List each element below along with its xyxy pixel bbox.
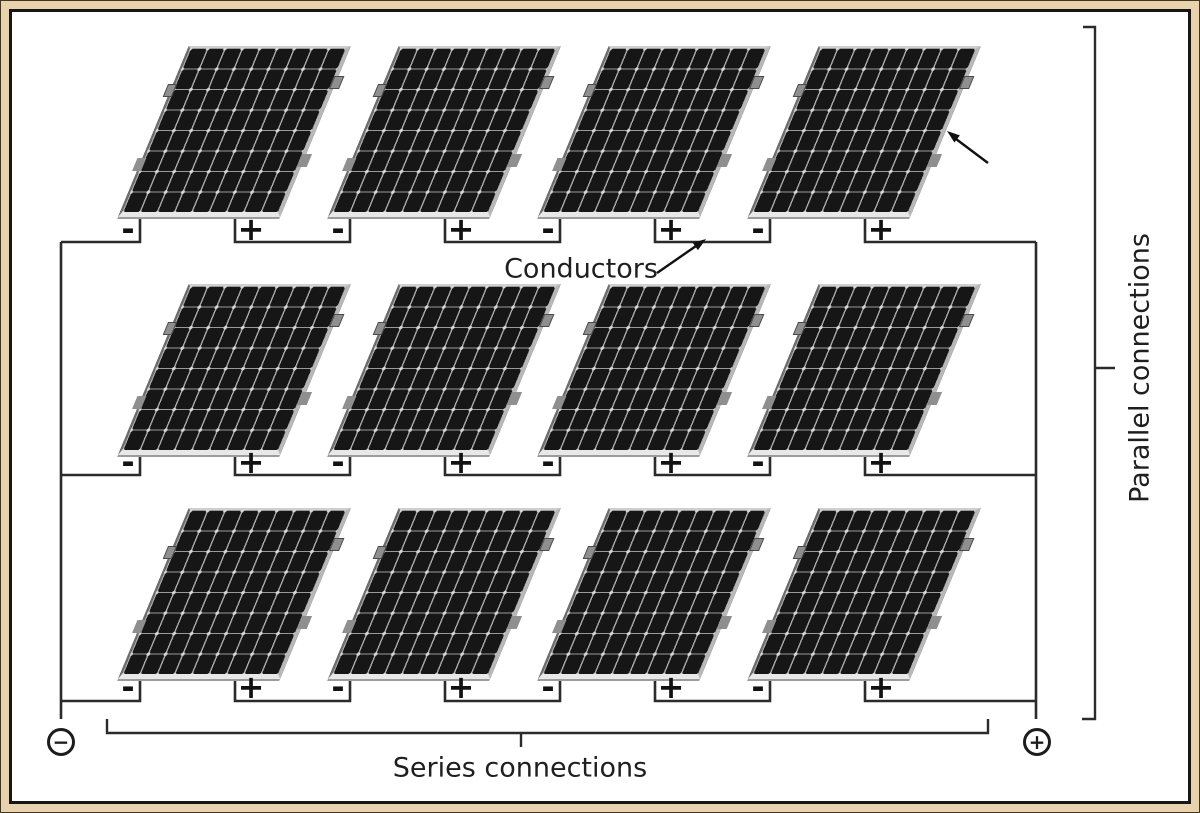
panel-negative-terminal-label: -	[751, 443, 765, 481]
panel-positive-terminal-label: +	[867, 443, 895, 481]
solar-panel	[538, 508, 771, 679]
panel-negative-terminal-label: -	[121, 668, 135, 706]
panel-negative-terminal-label: -	[751, 210, 765, 248]
solar-panel	[748, 46, 981, 217]
series-connections-label: Series connections	[392, 752, 648, 784]
panel-positive-terminal-label: +	[657, 210, 685, 248]
positive-output-terminal-icon: +	[1023, 728, 1051, 756]
solar-panel	[748, 284, 981, 455]
panel-positive-terminal-label: +	[657, 668, 685, 706]
panel-positive-terminal-label: +	[237, 210, 265, 248]
panel-positive-terminal-label: +	[237, 668, 265, 706]
solar-panel	[538, 46, 771, 217]
panel-negative-terminal-label: -	[331, 210, 345, 248]
parallel-connections-label: Parallel connections	[1124, 233, 1156, 503]
solar-panel	[538, 284, 771, 455]
panel-negative-terminal-label: -	[541, 443, 555, 481]
negative-output-sign: −	[52, 730, 70, 754]
panel-positive-terminal-label: +	[447, 210, 475, 248]
conductors-label: Conductors	[504, 253, 658, 285]
panel-negative-terminal-label: -	[331, 443, 345, 481]
module-pointer-arrow-icon	[947, 131, 989, 164]
panel-negative-terminal-label: -	[541, 210, 555, 248]
panel-negative-terminal-label: -	[541, 668, 555, 706]
panel-negative-terminal-label: -	[121, 210, 135, 248]
panel-positive-terminal-label: +	[867, 668, 895, 706]
panel-negative-terminal-label: -	[751, 668, 765, 706]
panel-negative-terminal-label: -	[121, 443, 135, 481]
panel-positive-terminal-label: +	[447, 668, 475, 706]
panel-positive-terminal-label: +	[657, 443, 685, 481]
solar-panel	[748, 508, 981, 679]
panel-positive-terminal-label: +	[867, 210, 895, 248]
panel-negative-terminal-label: -	[331, 668, 345, 706]
positive-output-sign: +	[1028, 730, 1046, 754]
negative-output-terminal-icon: −	[47, 728, 75, 756]
panel-positive-terminal-label: +	[447, 443, 475, 481]
solar-panel	[118, 508, 351, 679]
panel-positive-terminal-label: +	[237, 443, 265, 481]
solar-panel	[328, 284, 561, 455]
solar-panel	[118, 284, 351, 455]
solar-panel	[328, 508, 561, 679]
parallel-connections-bracket	[1082, 25, 1115, 721]
solar-panel	[118, 46, 351, 217]
solar-panel	[328, 46, 561, 217]
series-connections-bracket	[105, 719, 990, 747]
